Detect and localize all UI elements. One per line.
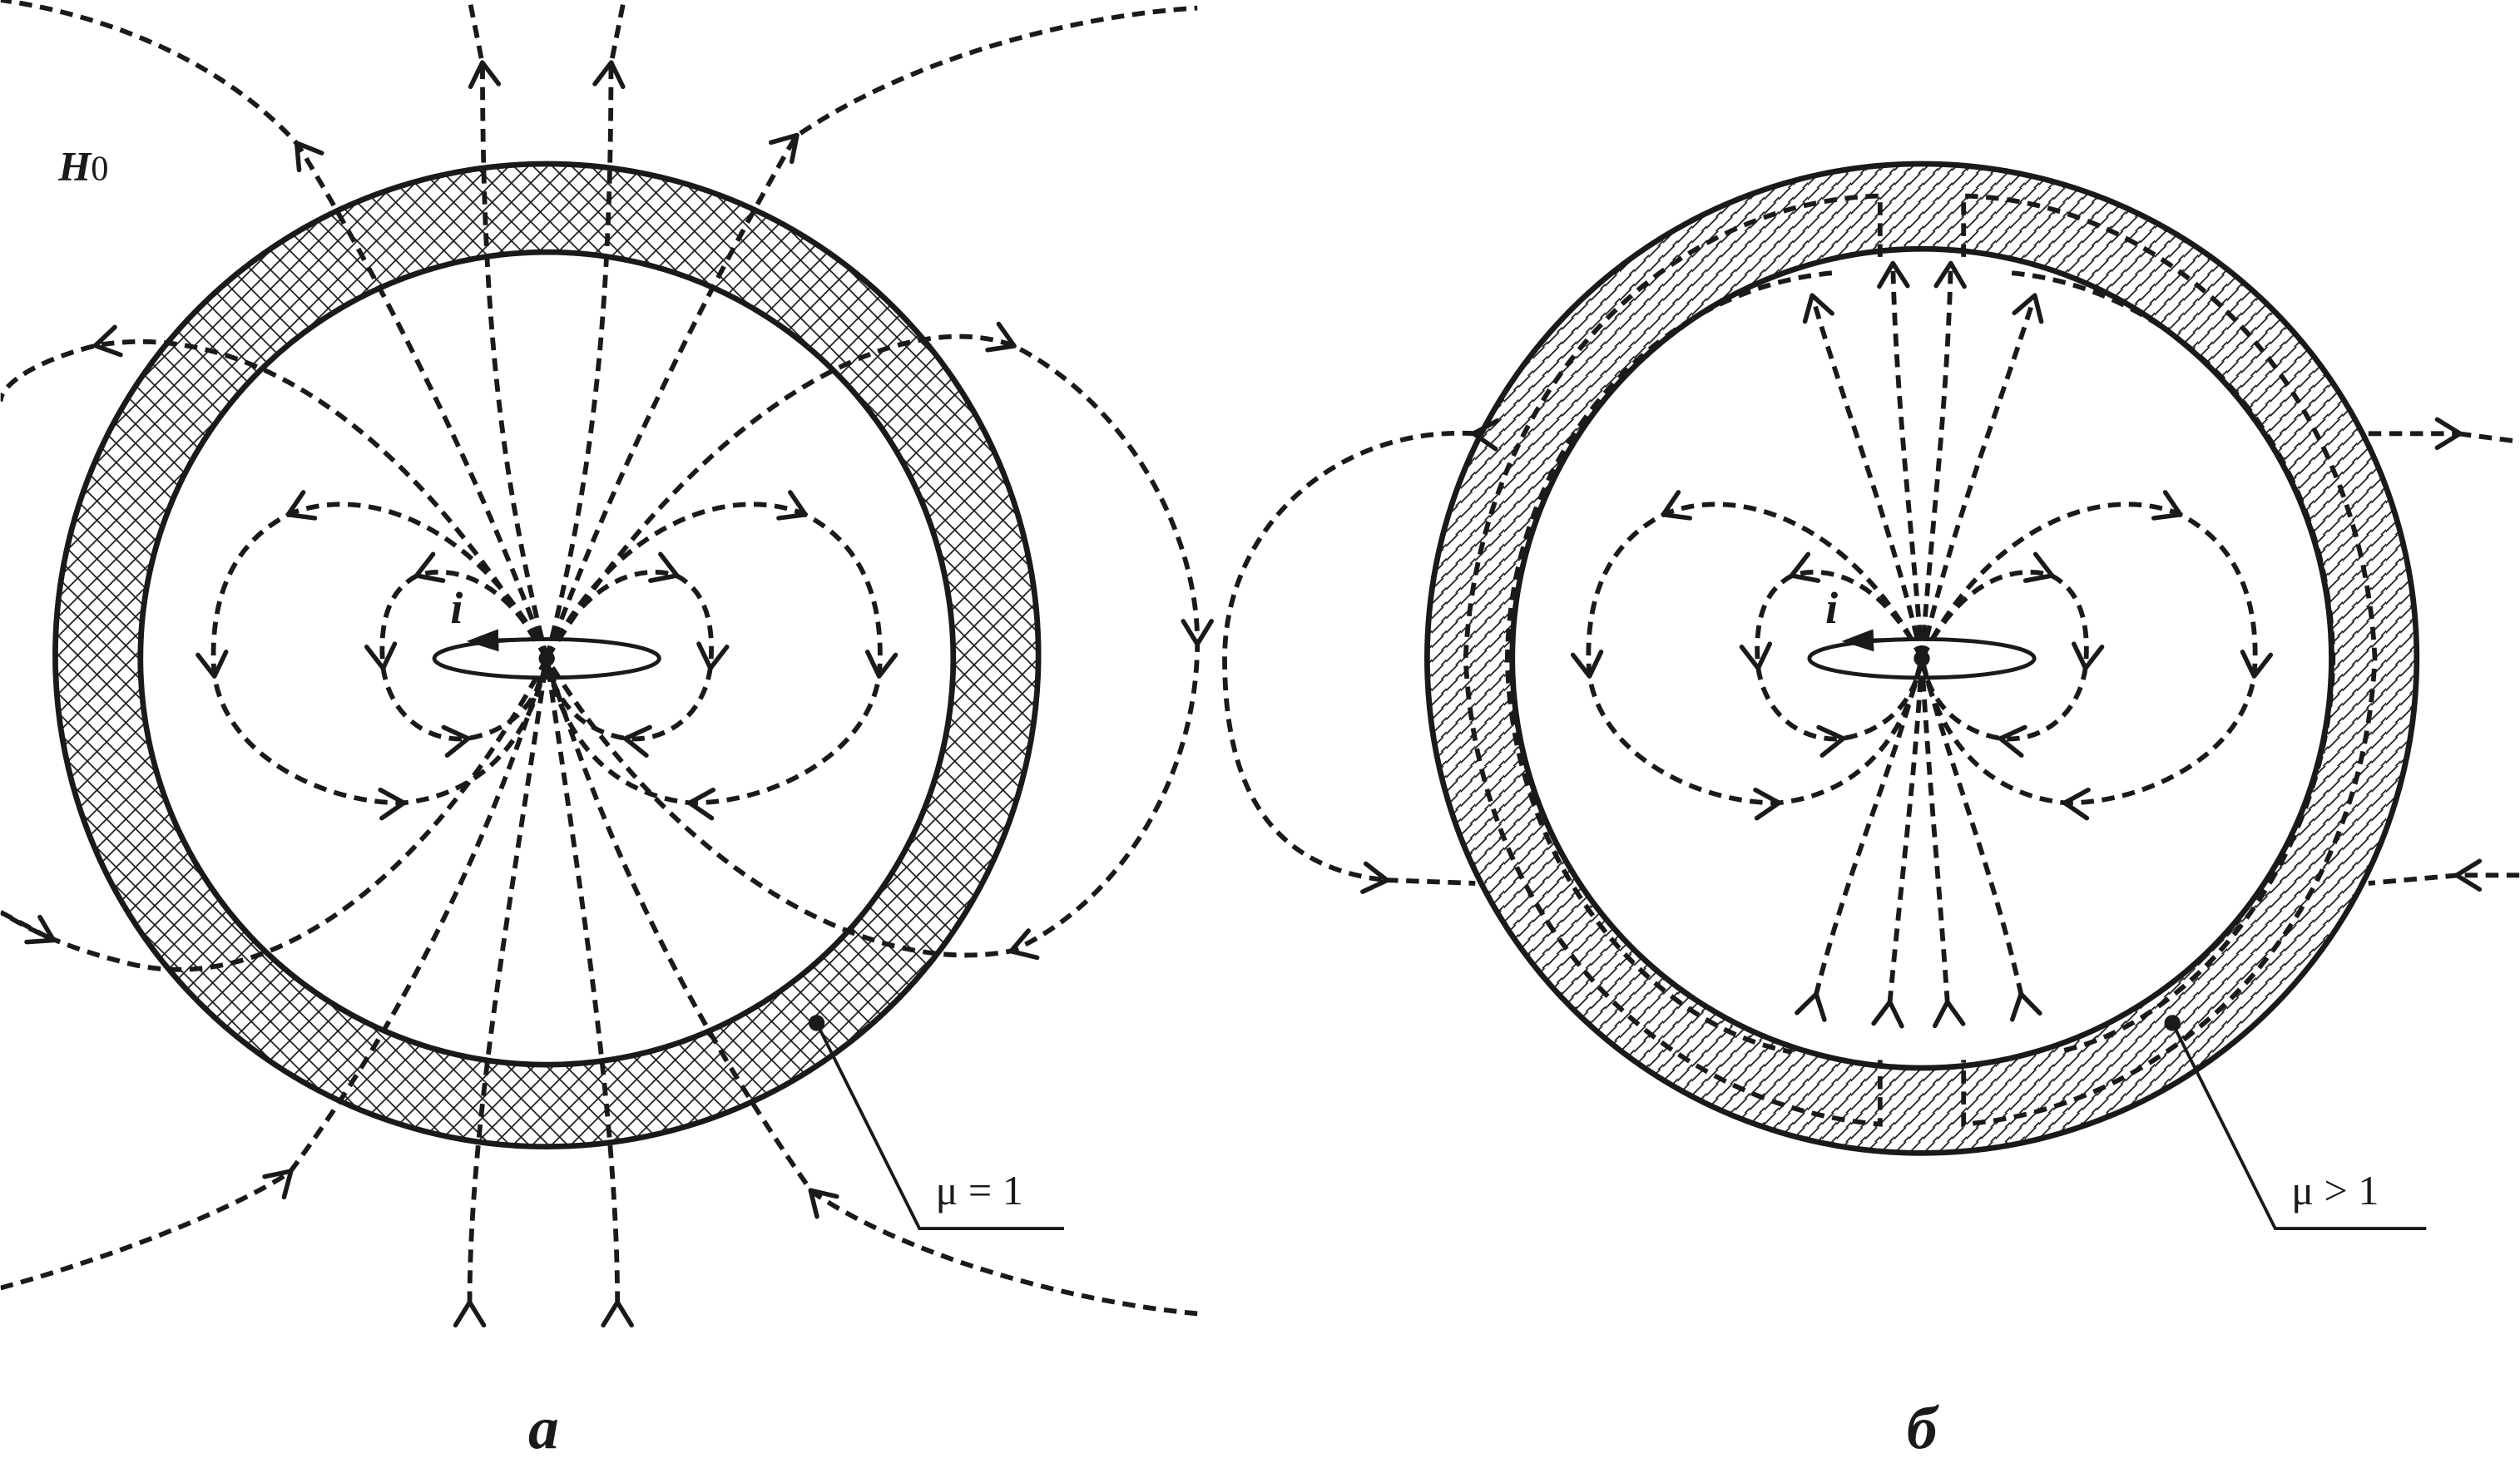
field-line-loop-right-mid <box>544 490 899 821</box>
shield-ring-a <box>52 161 1042 1150</box>
field-line-b-low-1 <box>1795 657 1924 1022</box>
field-line-loop-left-big <box>0 324 549 660</box>
field-line-up-1 <box>467 0 550 660</box>
field-line-loop-left-small <box>364 551 550 758</box>
field-line-b-loop-right-small <box>1919 551 2105 758</box>
field-line-diag-ul <box>0 0 549 660</box>
field-line-b-low-4 <box>1919 657 2042 1022</box>
field-label-h0: H0 <box>57 142 108 189</box>
current-loop-b <box>1807 637 2037 680</box>
shield-flux-left-inner <box>1504 270 1833 1055</box>
field-line-loop-right-small <box>544 551 730 758</box>
field-label-h: H <box>57 142 92 189</box>
field-line-b-outer-left-join <box>1385 877 1476 886</box>
field-line-b-outer-right-up <box>2458 431 2520 444</box>
field-line-b-up-4 <box>1919 293 2044 660</box>
panel-a: H0 i μ = 1 а <box>0 0 1214 1462</box>
field-line-b-up-1 <box>1802 293 1924 660</box>
current-center-dot-b <box>1914 650 1930 667</box>
current-arrow-b <box>1841 629 1914 652</box>
field-line-b-up-2 <box>1877 260 1924 659</box>
field-line-bottom-1 <box>453 658 550 1328</box>
material-label-a: μ = 1 <box>935 1167 1022 1213</box>
caption-a: а <box>528 1395 559 1462</box>
field-lines-b <box>1222 193 2520 1127</box>
field-line-loop-left-big-return <box>0 657 549 972</box>
material-pointer-line-b <box>2171 1022 2427 1231</box>
field-line-b-loop-right-mid <box>1919 490 2274 821</box>
field-line-b-loop-left-small <box>1739 551 1924 758</box>
current-label-b: i <box>1825 583 1838 633</box>
shield-flux-right <box>1961 193 2378 1127</box>
field-line-bottom-2 <box>544 658 634 1328</box>
current-arrow-a <box>466 629 539 652</box>
field-line-loop-left-mid <box>196 490 550 821</box>
current-loop-a <box>432 637 661 680</box>
caption-b: б <box>1907 1395 1940 1462</box>
field-line-diag-ll <box>0 657 549 1291</box>
panel-b: i μ > 1 б <box>1222 161 2520 1462</box>
field-line-up-2 <box>544 0 626 660</box>
field-line-diag-ur <box>544 5 1198 660</box>
field-line-b-up-3 <box>1919 260 1967 659</box>
field-line-b-loop-left-mid <box>1570 490 1924 821</box>
shield-flux-right-inner <box>2011 270 2336 1055</box>
shield-ring-b <box>1424 161 2420 1156</box>
field-line-b-low-2 <box>1871 658 1924 1029</box>
material-label-b: μ > 1 <box>2291 1167 2379 1213</box>
field-line-b-low-3 <box>1919 658 1966 1029</box>
material-pointer-line-a <box>814 1022 1064 1231</box>
shield-flux-left <box>1463 193 1883 1127</box>
field-line-loop-right-big <box>544 321 1214 961</box>
current-center-dot-a <box>538 650 555 667</box>
field-line-diag-lr <box>544 657 1198 1317</box>
current-label-a: i <box>450 583 463 633</box>
field-line-b-outer-left <box>1222 418 1500 894</box>
field-lines-a <box>0 0 1214 1328</box>
field-label-subscript: 0 <box>91 149 108 188</box>
field-line-b-outer-right-low2 <box>2368 872 2459 886</box>
